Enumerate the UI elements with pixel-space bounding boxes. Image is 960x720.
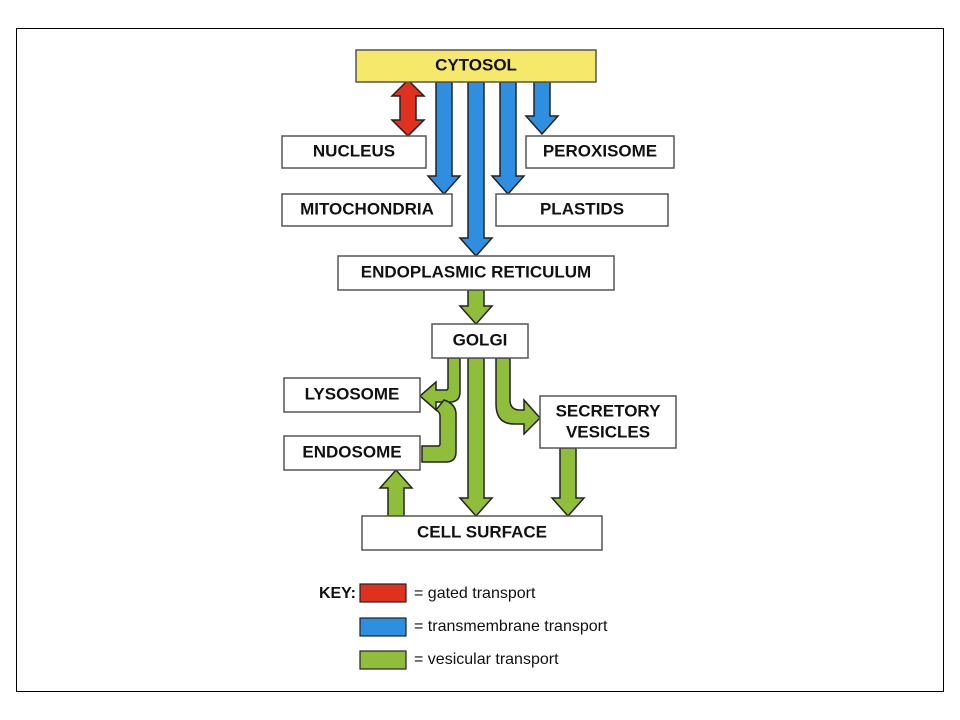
lysosome-box: LYSOSOME <box>283 377 421 413</box>
vesicular-arrow-cell-surface-to-endosome <box>378 468 414 517</box>
legend-swatch-transmembrane <box>359 617 407 637</box>
golgi-label: GOLGI <box>453 330 508 349</box>
nucleus-box: NUCLEUS <box>281 135 427 169</box>
vesicular-arrow-golgi-to-cell-surface <box>458 357 494 518</box>
endoplasmic-reticulum-box: ENDOPLASMIC RETICULUM <box>337 255 615 291</box>
mitochondria-box: MITOCHONDRIA <box>281 193 453 227</box>
nucleus-label: NUCLEUS <box>313 141 395 160</box>
legend-swatch-vesicular <box>359 650 407 670</box>
vesicular-arrow-golgi-to-lysosome <box>418 357 461 412</box>
peroxisome-label: PEROXISOME <box>543 141 657 160</box>
transmembrane-arrow-to-mitochondria <box>426 81 462 196</box>
gated-arrow-cytosol-nucleus <box>390 78 426 138</box>
transmembrane-arrow-to-peroxisome <box>524 81 560 136</box>
golgi-box: GOLGI <box>431 323 529 359</box>
legend-label-gated: = gated transport <box>414 585 536 602</box>
vesicular-arrow-golgi-to-endosome <box>421 399 457 463</box>
plastids-label: PLASTIDS <box>540 199 624 218</box>
endosome-label: ENDOSOME <box>302 442 401 461</box>
lysosome-label: LYSOSOME <box>305 384 400 403</box>
cytosol-box: CYTOSOL <box>355 49 597 83</box>
secretory-vesicles-box: SECRETORY VESICLES <box>539 395 677 449</box>
endosome-box: ENDOSOME <box>283 435 421 471</box>
vesicular-arrow-golgi-to-secretory-vesicles <box>495 357 542 436</box>
mitochondria-label: MITOCHONDRIA <box>300 199 434 218</box>
legend-swatch-gated <box>359 583 407 603</box>
vesicular-arrow-secretory-to-cell-surface <box>550 447 586 518</box>
plastids-box: PLASTIDS <box>495 193 669 227</box>
peroxisome-box: PEROXISOME <box>525 135 675 169</box>
cytosol-label: CYTOSOL <box>435 55 517 74</box>
secretory-vesicles-label-line2: VESICLES <box>566 422 650 441</box>
vesicular-arrow-er-to-golgi <box>458 289 494 326</box>
legend-label-transmembrane: = transmembrane transport <box>414 618 608 635</box>
secretory-vesicles-label-line1: SECRETORY <box>556 401 662 420</box>
legend-label-vesicular: = vesicular transport <box>414 651 559 668</box>
transmembrane-arrow-to-plastids <box>490 81 526 196</box>
cell-surface-label: CELL SURFACE <box>417 522 547 541</box>
legend-title: KEY: <box>319 585 356 602</box>
endoplasmic-reticulum-label: ENDOPLASMIC RETICULUM <box>361 262 591 281</box>
transmembrane-arrow-to-er <box>458 81 494 258</box>
cell-surface-box: CELL SURFACE <box>361 515 603 551</box>
legend: KEY: = gated transport = transmembrane t… <box>319 583 608 670</box>
